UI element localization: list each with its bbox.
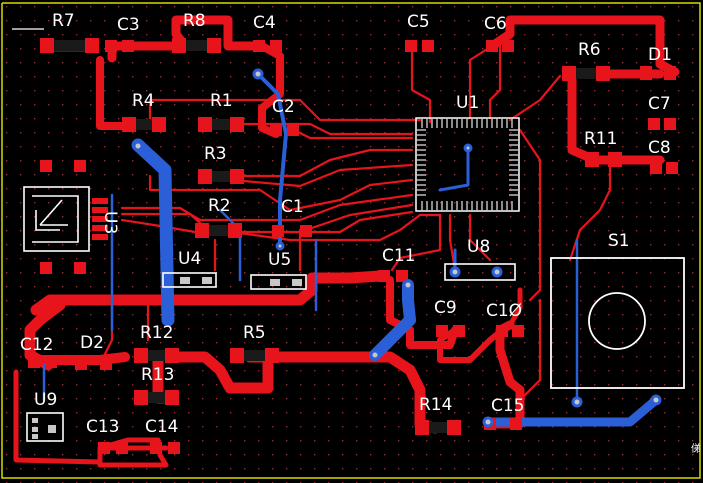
label-r2: R2 (208, 196, 231, 216)
component-bodies (54, 40, 596, 433)
label-c8: C8 (648, 138, 671, 158)
label-r12: R12 (140, 323, 174, 343)
label-u1: U1 (456, 93, 480, 113)
trace-r8-c4 (171, 15, 267, 51)
u3-usb-connector (23, 186, 90, 252)
blue-trace-c11 (369, 279, 416, 361)
trace-c11-down (386, 276, 459, 349)
label-r11: R11 (584, 129, 618, 149)
top-copper-traces (13, 15, 680, 468)
label-d2: D2 (80, 333, 104, 353)
trace-c6-d1 (487, 15, 680, 77)
s1-switch (550, 257, 685, 389)
sot-footprints (26, 263, 516, 442)
label-r13: R13 (141, 365, 175, 385)
label-c4: C4 (253, 13, 276, 33)
blue-trace-u1 (438, 146, 470, 192)
label-c12: C12 (20, 335, 54, 355)
label-c2: C2 (272, 97, 295, 117)
corner-tag: 俤 (691, 444, 701, 455)
label-c9: C9 (434, 298, 457, 318)
label-c14: C14 (145, 417, 179, 437)
label-u3: U3 (100, 211, 120, 235)
label-c13: C13 (86, 417, 120, 437)
blue-trace-thick-left (131, 138, 175, 327)
label-r3: R3 (204, 144, 227, 164)
u1-chip (415, 117, 520, 212)
label-r5: R5 (243, 323, 266, 343)
blue-trace-c2-c1 (256, 72, 288, 248)
trace-bottom-bus (30, 270, 386, 316)
label-r8: R8 (183, 11, 206, 31)
label-u4: U4 (178, 249, 202, 269)
label-d1: D1 (648, 45, 672, 65)
label-r14: R14 (419, 395, 453, 415)
label-c10: C1Ø (486, 301, 523, 321)
trace-r4-left (96, 56, 130, 130)
label-s1: S1 (608, 231, 630, 251)
bottom-copper-traces (42, 72, 661, 427)
smd-pads (28, 38, 678, 454)
label-r7: R7 (52, 11, 75, 31)
trace-c10-u8 (507, 287, 523, 328)
trace-r5-bus (164, 351, 274, 394)
trace-c9-loop (437, 327, 503, 363)
label-c3: C3 (117, 15, 140, 35)
blue-trace-c15 (483, 395, 661, 427)
vias (132, 68, 662, 428)
label-r4: R4 (132, 91, 155, 111)
label-c11: C11 (382, 246, 416, 266)
label-c6: C6 (484, 14, 507, 34)
label-r6: R6 (578, 40, 601, 60)
sot-pads (32, 277, 302, 439)
label-c1: C1 (281, 197, 304, 217)
label-u5: U5 (268, 250, 292, 270)
label-r1: R1 (210, 91, 233, 111)
trace-u9-loop (13, 369, 169, 468)
label-u8: U8 (467, 237, 491, 257)
label-c15: C15 (491, 396, 525, 416)
label-c5: C5 (407, 12, 430, 32)
label-c7: C7 (648, 94, 671, 114)
label-u9: U9 (34, 390, 58, 410)
